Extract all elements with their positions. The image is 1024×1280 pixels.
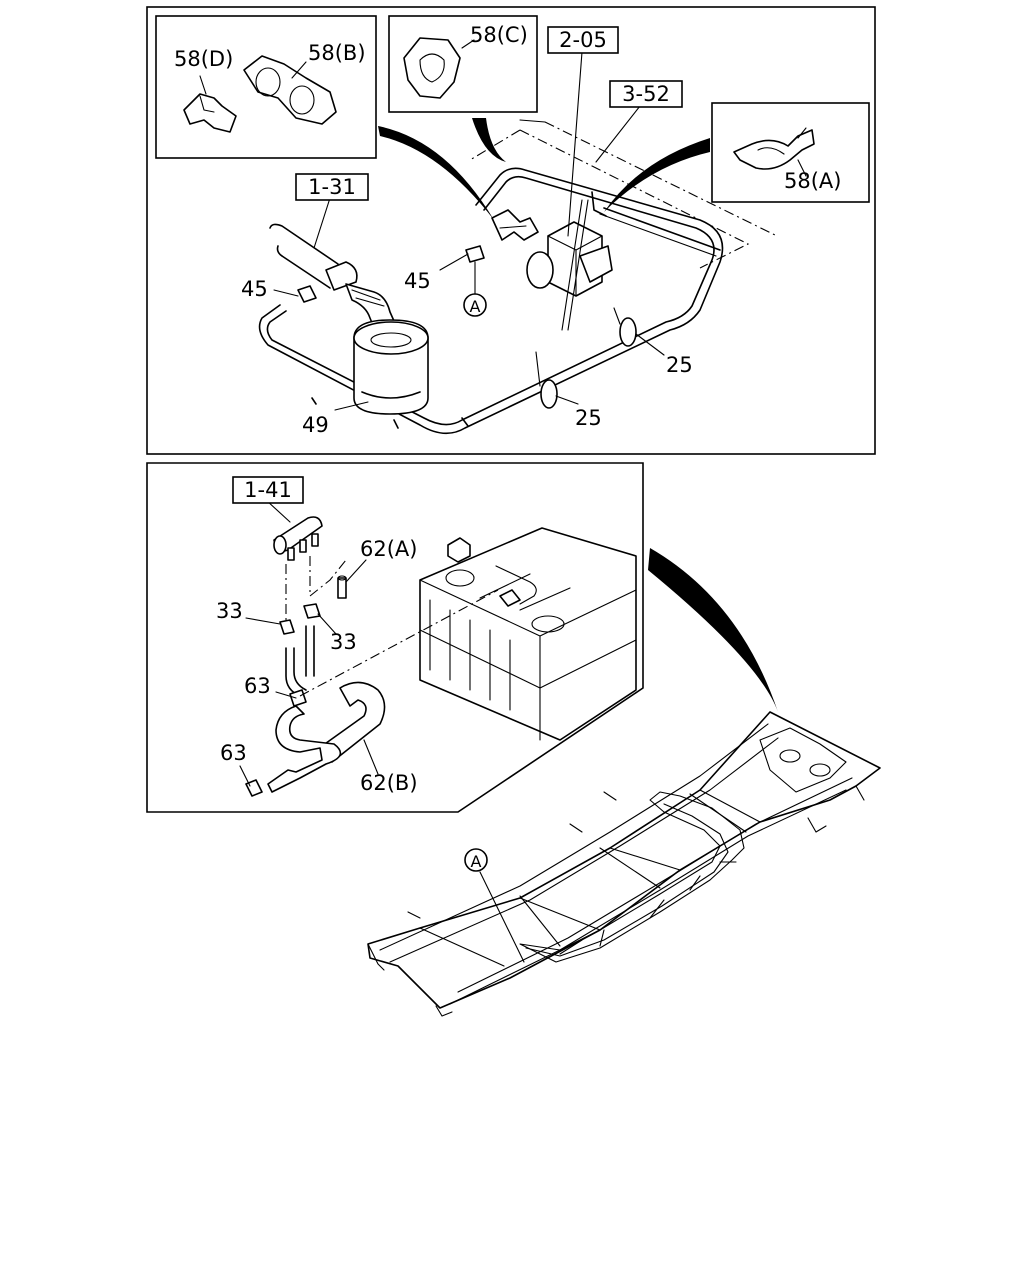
label-58b: 58(B)	[308, 41, 366, 65]
label-33-right: 33	[330, 630, 357, 654]
inset-clip-58c	[388, 15, 538, 113]
label-63-lower: 63	[220, 741, 247, 765]
label-25-lower: 25	[575, 406, 602, 430]
clip-25-b	[613, 307, 637, 347]
ref-1-31[interactable]: 1-31	[308, 175, 356, 199]
fuel-line-pipes	[258, 167, 724, 435]
ref-box-1-31	[295, 173, 369, 201]
hose-joints	[311, 397, 469, 429]
hose-clamp-45-left	[297, 285, 317, 303]
marker-a-top-circle	[463, 293, 487, 317]
label-33-left: 33	[216, 599, 243, 623]
inset-clip-58a	[711, 102, 870, 203]
marker-a-chassis: A	[471, 852, 482, 871]
label-63-upper: 63	[244, 674, 271, 698]
clip-25-a	[535, 351, 558, 409]
label-62b: 62(B)	[360, 771, 418, 795]
ref-box-3-52	[609, 80, 683, 108]
fuel-filter-bracket	[526, 191, 613, 331]
callout-swoop-58c	[472, 118, 506, 162]
leader-lines-middle	[239, 499, 499, 787]
callout-swoop-58d-58b	[378, 126, 494, 220]
label-62a: 62(A)	[360, 537, 417, 561]
hose-assembly-1-41	[245, 516, 386, 797]
chassis-frame	[367, 711, 881, 1017]
label-58a: 58(A)	[784, 169, 841, 193]
ref-box-2-05	[547, 26, 619, 54]
canister-assembly	[269, 223, 429, 415]
ref-1-41[interactable]: 1-41	[244, 478, 292, 502]
callout-swoop-58a	[604, 138, 710, 212]
callout-swoop-tank	[648, 548, 778, 712]
ref-2-05[interactable]: 2-05	[559, 28, 607, 52]
marker-a-chassis-circle	[464, 848, 488, 872]
label-58c: 58(C)	[470, 23, 528, 47]
label-45-center: 45	[404, 269, 431, 293]
label-45-left: 45	[241, 277, 268, 301]
hose-clamp-45-center	[465, 245, 485, 295]
fuel-tank-outline-top	[469, 119, 776, 269]
marker-a-top: A	[470, 297, 481, 316]
label-49: 49	[302, 413, 329, 437]
ref-3-52[interactable]: 3-52	[622, 82, 670, 106]
leader-lines-top	[273, 51, 665, 411]
label-58d: 58(D)	[174, 47, 233, 71]
label-25-right: 25	[666, 353, 693, 377]
ref-box-1-41	[232, 476, 304, 504]
fuel-tank-middle	[419, 527, 637, 741]
inset-clips-58d-58b	[155, 15, 377, 159]
pipe-clip-cluster	[491, 209, 539, 241]
